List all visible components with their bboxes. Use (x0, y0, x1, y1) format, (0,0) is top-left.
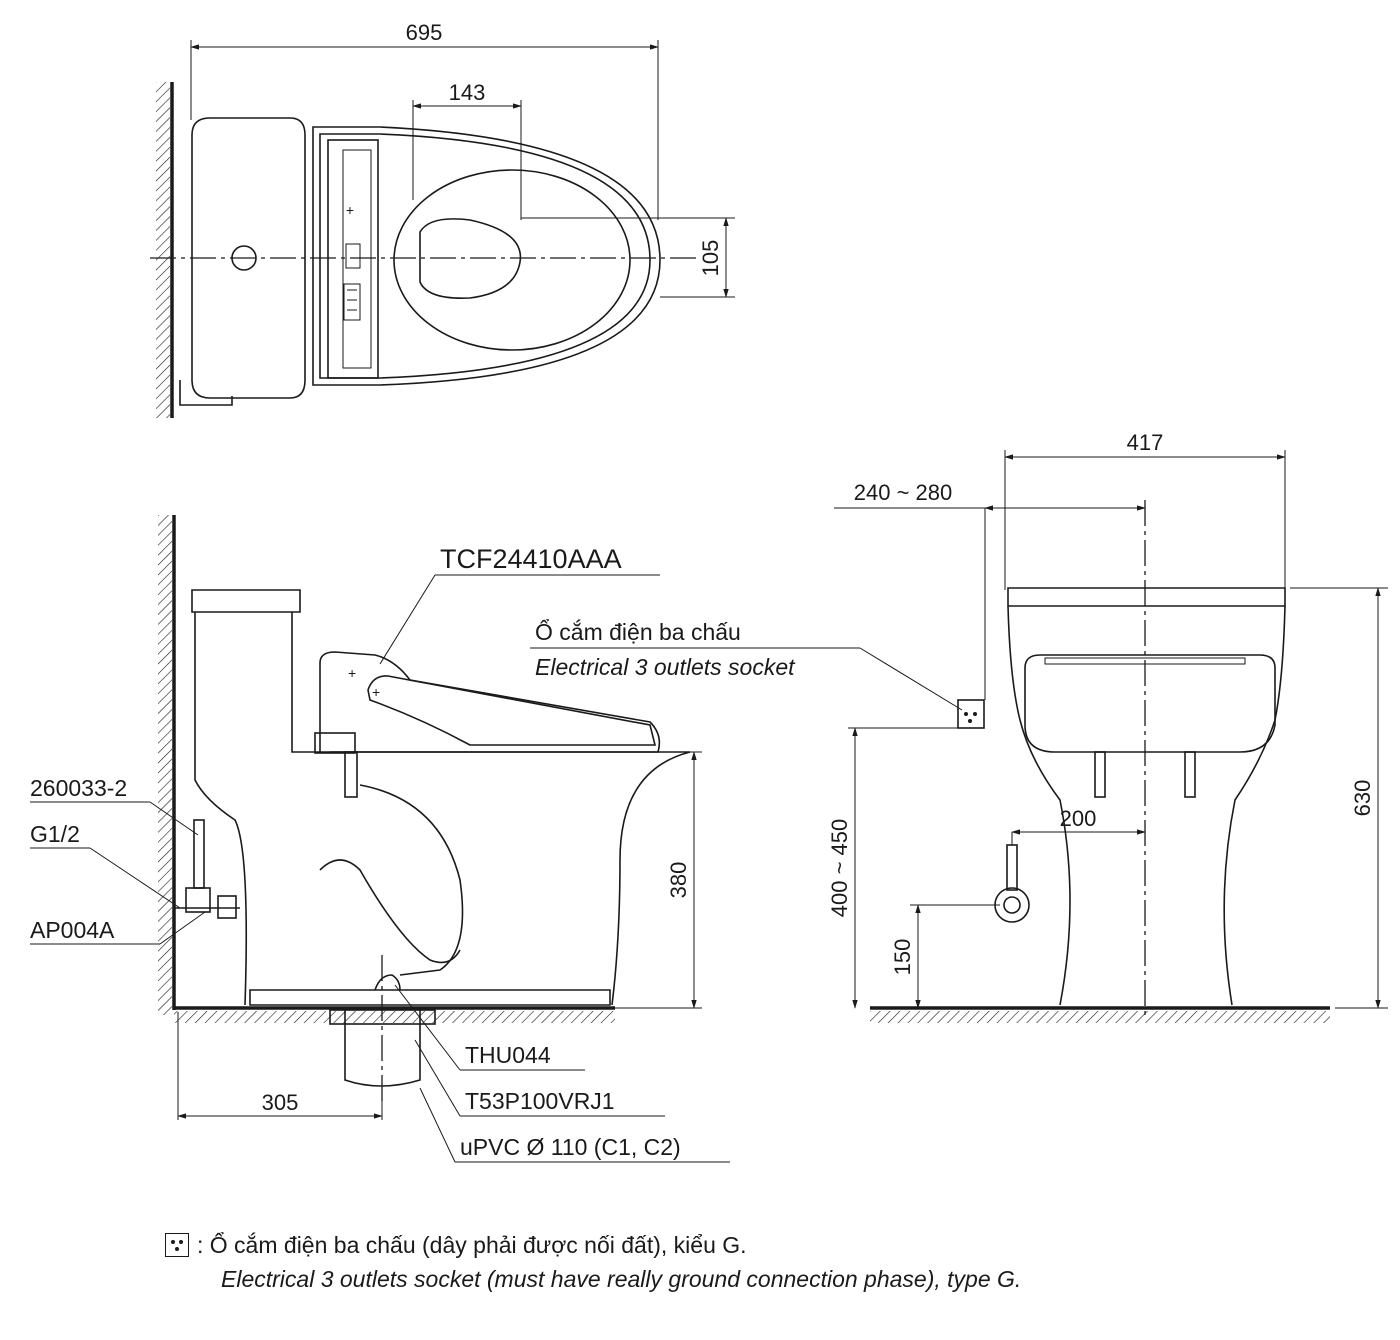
bowl-side-outline (330, 751, 691, 1006)
tank-body-front (194, 612, 248, 1006)
floor-hatch-front (870, 1011, 1330, 1023)
dim-rough-in: 305 (262, 1090, 299, 1115)
tank-body-back (291, 612, 320, 753)
tank-lid-side (191, 589, 301, 613)
thread-size-label: G1/2 (30, 821, 80, 847)
seat-hinge-box (314, 732, 356, 754)
socket-label-vi: Ổ cắm điện ba chấu (535, 618, 741, 645)
seat-control-box (327, 139, 379, 379)
supply-hose-label: 260033-2 (30, 775, 127, 801)
svg-text:+: + (372, 684, 380, 700)
side-view: + + TCF24410AAA 260033-2 G1/2 AP004A THU… (30, 515, 963, 1163)
bowl-front-left (1007, 605, 1071, 1006)
dim-seat-opening-width: 143 (449, 80, 486, 105)
stop-valve-front (994, 887, 1030, 923)
legend: : Ổ cắm điện ba chấu (dây phải được nối … (165, 1228, 1021, 1296)
bowl-opening (393, 169, 631, 351)
dim-width: 417 (1127, 430, 1164, 455)
dim-socket-height: 400 ~ 450 (827, 819, 852, 917)
front-view: 417 240 ~ 280 200 400 ~ 450 (827, 430, 1388, 1023)
legend-text-vi: : Ổ cắm điện ba chấu (dây phải được nối … (197, 1232, 747, 1258)
top-view: 695 143 + 105 (150, 20, 735, 418)
seat-outline (312, 126, 661, 386)
water-surface (419, 218, 522, 299)
socket-label-en: Electrical 3 outlets socket (535, 654, 796, 680)
outlet-socket-icon (165, 1233, 189, 1257)
outlet-horn (374, 974, 401, 991)
wall-hatch-side (158, 515, 172, 1015)
dim-supply-offset: 200 (1060, 806, 1097, 831)
drain-pipe-side (344, 1010, 421, 1087)
tank-lid-front (1007, 587, 1286, 607)
bowl-front-right (1223, 605, 1286, 1006)
supply-stub-top (179, 380, 233, 406)
floor-hatch-side (174, 1011, 615, 1023)
outlet-socket-front (957, 699, 985, 729)
bolt-side (344, 751, 358, 798)
drain-adapter-label: T53P100VRJ1 (465, 1088, 615, 1114)
seat-inner-outline (319, 133, 651, 379)
wall-hatch-top (156, 82, 170, 418)
dim-socket-offset: 240 ~ 280 (854, 480, 952, 505)
dim-total-height: 630 (1350, 780, 1375, 817)
stop-valve-label: AP004A (30, 917, 115, 943)
seat-model-label: TCF24410AAA (440, 544, 622, 574)
washlet-seat-side (319, 651, 661, 753)
flange-label: THU044 (465, 1042, 551, 1068)
svg-text:+: + (346, 202, 354, 218)
trapway (359, 784, 464, 976)
dim-supply-height: 150 (890, 939, 915, 976)
bowl-base (249, 989, 611, 1006)
bolt-front-left (1094, 751, 1106, 798)
washlet-lid-side (367, 675, 657, 746)
tank-top-outline (191, 117, 306, 399)
trapway-inner (319, 859, 461, 964)
washlet-front (1024, 654, 1276, 753)
dim-offset: 105 (698, 240, 723, 277)
drain-pipe-label: uPVC Ø 110 (C1, C2) (460, 1134, 681, 1160)
dim-seat-height: 380 (666, 862, 691, 899)
bolt-front-right (1184, 751, 1196, 798)
svg-text:+: + (348, 665, 356, 681)
supply-hose-front (1006, 844, 1018, 891)
dim-overall-length: 695 (406, 20, 443, 45)
supply-hose-side (193, 819, 205, 889)
legend-text-en: Electrical 3 outlets socket (must have r… (221, 1266, 1022, 1292)
stop-valve-body (185, 887, 211, 913)
